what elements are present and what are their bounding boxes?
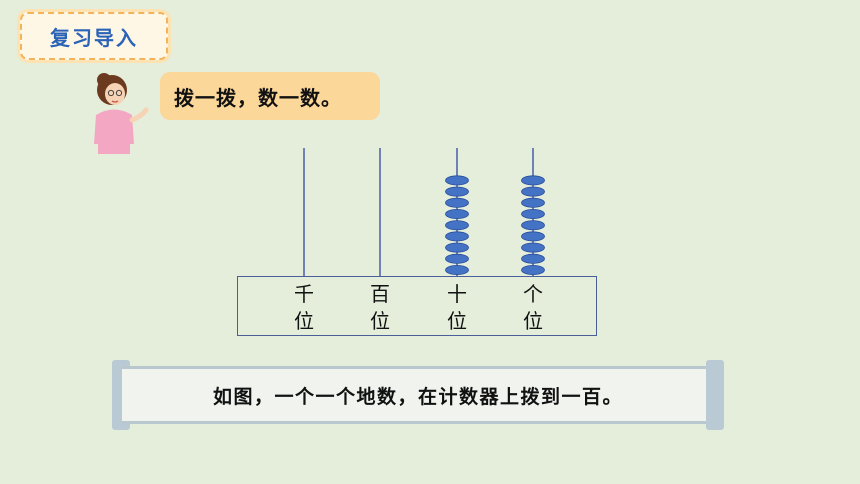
place-label: 十 <box>447 282 467 306</box>
instruction-scroll: 如图，一个一个地数，在计数器上拨到一百。 <box>108 360 728 430</box>
speech-text: 拨一拨，数一数。 <box>174 85 342 110</box>
place-suffix: 位 <box>447 309 467 333</box>
instruction-text: 如图，一个一个地数，在计数器上拨到一百。 <box>212 385 623 408</box>
place-suffix: 位 <box>370 309 390 333</box>
place-suffix: 位 <box>523 309 543 333</box>
abacus-bead[interactable] <box>521 220 545 231</box>
abacus-bead[interactable] <box>445 253 469 264</box>
teacher-illustration <box>94 73 149 154</box>
speech-bubble: 拨一拨，数一数。 <box>160 72 380 120</box>
place-label: 千 <box>294 282 314 306</box>
abacus-bead[interactable] <box>445 186 469 197</box>
place-suffix: 位 <box>294 309 314 333</box>
scroll-paper <box>122 366 714 424</box>
abacus-bead[interactable] <box>445 208 469 219</box>
scroll-right-edge <box>706 360 724 430</box>
abacus-bead[interactable] <box>445 242 469 253</box>
section-tag: 复习导入 <box>20 12 168 60</box>
place-label: 个 <box>523 282 543 306</box>
abacus-bead[interactable] <box>445 220 469 231</box>
place-value-box <box>237 276 597 336</box>
section-tag-label: 复习导入 <box>50 25 138 50</box>
abacus-bead[interactable] <box>521 264 545 275</box>
abacus-bead[interactable] <box>521 197 545 208</box>
abacus-bead[interactable] <box>445 175 469 186</box>
abacus-bead[interactable] <box>445 231 469 242</box>
abacus-bead[interactable] <box>521 186 545 197</box>
abacus-bead[interactable] <box>521 231 545 242</box>
abacus-bead[interactable] <box>445 197 469 208</box>
place-label: 百 <box>370 282 390 306</box>
abacus-bead[interactable] <box>445 264 469 275</box>
abacus-bead[interactable] <box>521 253 545 264</box>
abacus-bead[interactable] <box>521 208 545 219</box>
abacus-bead[interactable] <box>521 175 545 186</box>
abacus-bead[interactable] <box>521 242 545 253</box>
